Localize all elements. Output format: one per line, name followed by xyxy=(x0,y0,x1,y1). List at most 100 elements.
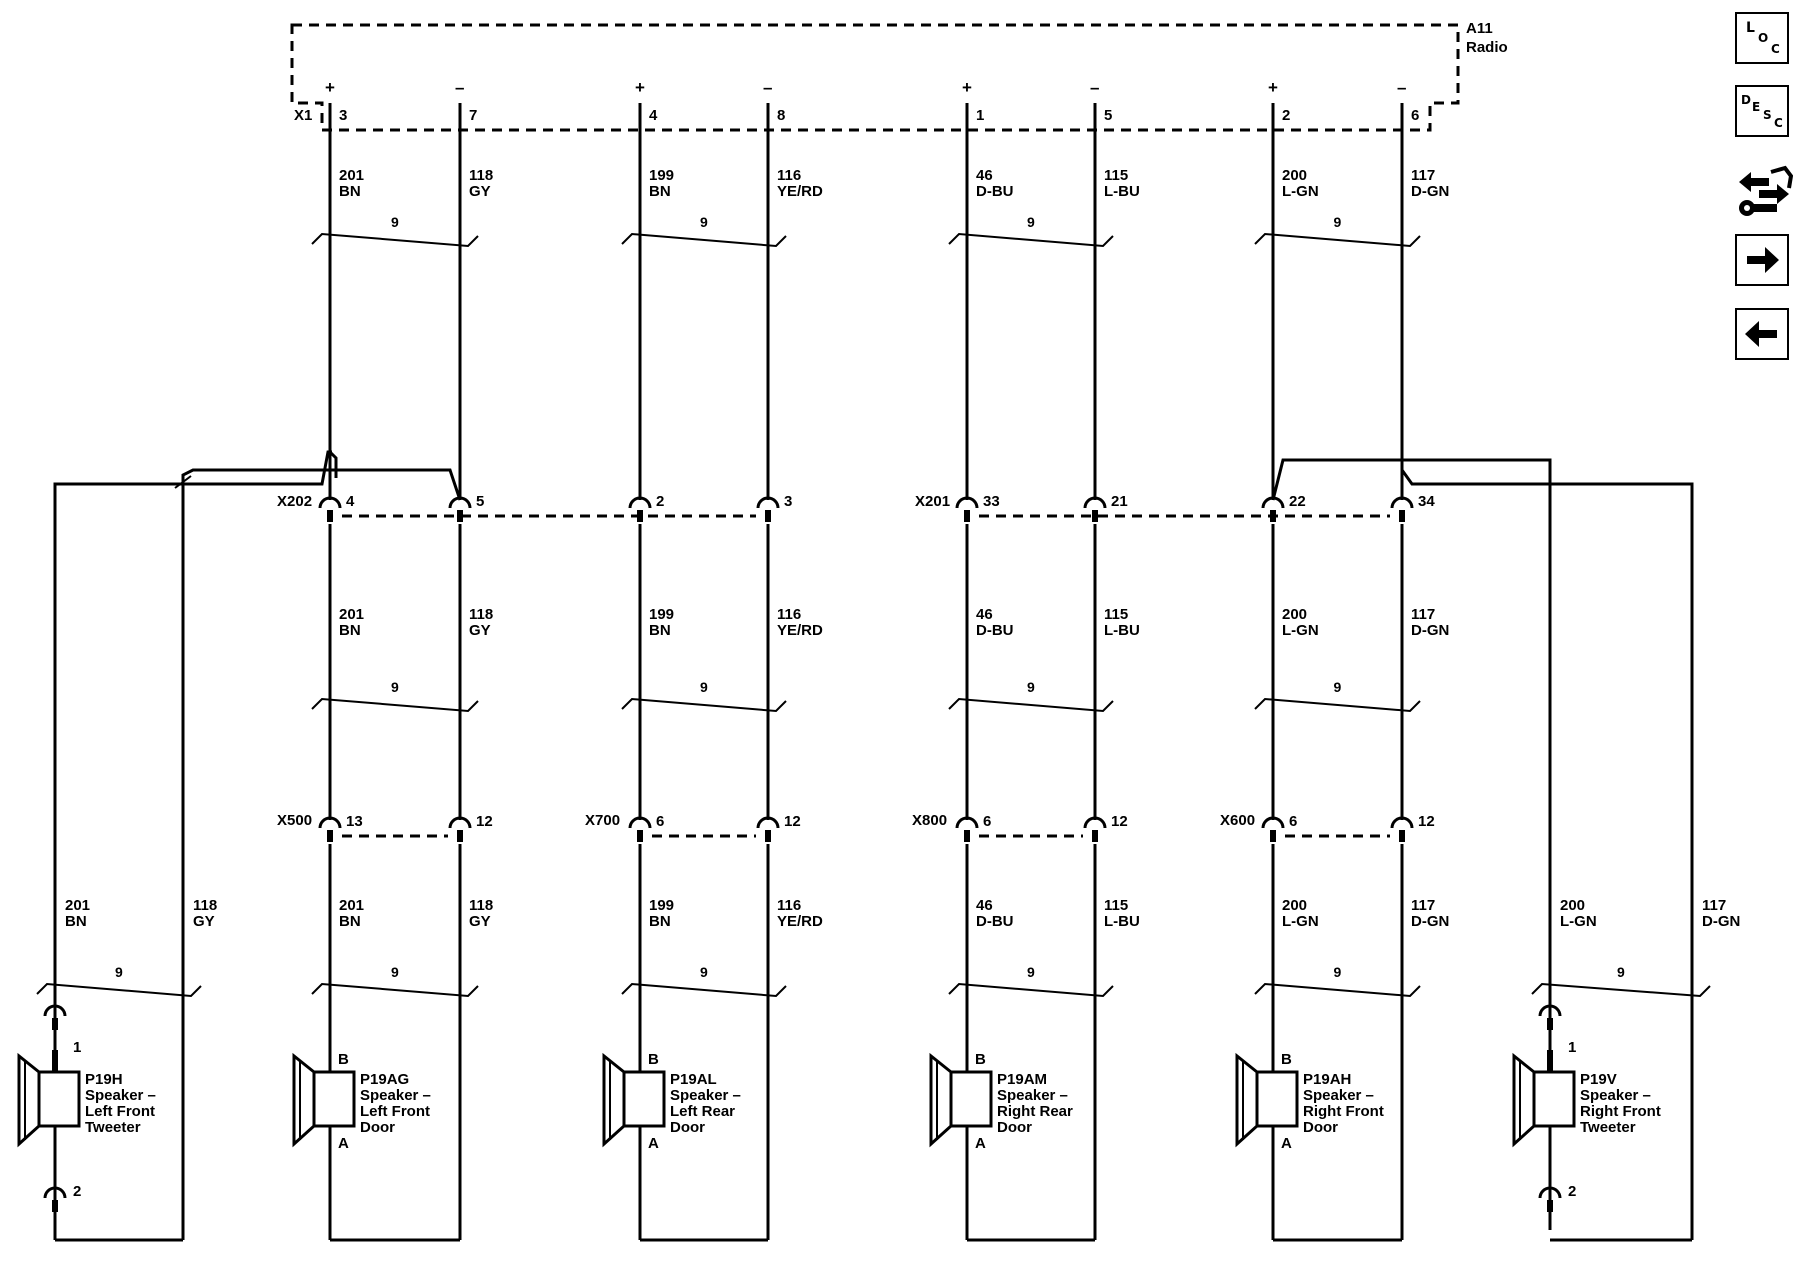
inline-pin-number: 3 xyxy=(784,493,792,510)
circuit-color: D-GN xyxy=(1411,183,1449,200)
speaker-pin: A xyxy=(1281,1135,1292,1152)
terminal-polarity: – xyxy=(763,78,772,97)
speaker-description: Speaker – xyxy=(360,1087,431,1104)
speaker-pin: A xyxy=(338,1135,349,1152)
twist-label: 9 xyxy=(1027,679,1035,695)
inline-pin-number: 21 xyxy=(1111,493,1128,510)
speaker-lead xyxy=(1547,1050,1553,1072)
circuit-number: 118 xyxy=(469,606,493,623)
inline-pin-number: 12 xyxy=(1418,813,1435,830)
circuit-color: BN xyxy=(649,913,671,930)
speaker-outline xyxy=(1255,1070,1299,1128)
connector-pin xyxy=(964,830,970,842)
circuit-color: BN xyxy=(65,913,87,930)
connector-pin xyxy=(964,510,970,522)
speaker-ref: P19H xyxy=(85,1071,123,1088)
circuit-number: 200 xyxy=(1282,897,1307,914)
circuit-color: GY xyxy=(469,913,491,930)
description-icon-c: C xyxy=(1774,116,1783,130)
twisted-pair-marker xyxy=(948,232,1114,248)
twisted-pair-marker xyxy=(621,982,787,998)
circuit-color: BN xyxy=(339,913,361,930)
location-icon-o: O xyxy=(1758,31,1769,45)
circuit-number: 199 xyxy=(649,606,674,623)
connector-cavity xyxy=(448,816,472,829)
speaker-cone-icon xyxy=(1235,1052,1259,1148)
speaker-pin: 2 xyxy=(73,1183,81,1200)
tweeter-wire xyxy=(181,468,462,1240)
circuit-color: GY xyxy=(193,913,215,930)
circuit-number: 46 xyxy=(976,167,993,184)
twisted-pair-marker xyxy=(1254,982,1421,998)
speaker-cone-icon xyxy=(929,1052,953,1148)
terminal-pin: 4 xyxy=(649,107,658,124)
connector-wrench-icon xyxy=(1739,165,1794,216)
speaker-outline xyxy=(1532,1070,1576,1128)
circuit-number: 200 xyxy=(1560,897,1585,914)
circuit-color: GY xyxy=(469,622,491,639)
tweeter-wire xyxy=(53,450,332,1240)
previous-page-button[interactable] xyxy=(1735,308,1789,360)
twisted-pair-marker xyxy=(311,232,479,248)
circuit-number: 201 xyxy=(339,167,364,184)
speaker-pin: B xyxy=(1281,1051,1292,1068)
connector-cavity xyxy=(318,816,342,829)
circuit-color: YE/RD xyxy=(777,622,823,639)
connector-pin xyxy=(1547,1200,1553,1212)
connector-cavity xyxy=(1390,496,1414,509)
circuit-number: 117 xyxy=(1411,167,1435,184)
connector-pin xyxy=(327,510,333,522)
connector-pin xyxy=(765,510,771,522)
twist-label: 9 xyxy=(391,679,399,695)
circuit-number: 116 xyxy=(777,897,801,914)
circuit-color: BN xyxy=(649,183,671,200)
inline-pin-number: 13 xyxy=(346,813,363,830)
circuit-color: D-GN xyxy=(1411,622,1449,639)
connector-pin xyxy=(457,830,463,842)
location-button[interactable]: L O C xyxy=(1735,12,1789,64)
speaker-cone-icon xyxy=(602,1052,626,1148)
circuit-number: 117 xyxy=(1411,897,1435,914)
speaker-outline xyxy=(312,1070,356,1128)
speaker-outline xyxy=(622,1070,666,1128)
module-ref: A11 xyxy=(1466,20,1493,37)
inline-connector-label: X700 xyxy=(585,812,620,829)
connector-cavity xyxy=(628,496,652,509)
circuit-number: 118 xyxy=(469,897,493,914)
speaker-pin: 2 xyxy=(1568,1183,1576,1200)
circuit-color: D-GN xyxy=(1411,913,1449,930)
connector-wrench-button[interactable] xyxy=(1735,160,1794,222)
arrow-left-icon xyxy=(1745,321,1777,347)
speaker-description: Speaker – xyxy=(1580,1087,1651,1104)
next-page-button[interactable] xyxy=(1735,234,1789,286)
twisted-pair-marker xyxy=(36,982,202,998)
speaker-description: Left Front xyxy=(85,1103,155,1120)
speaker-outline xyxy=(37,1070,81,1128)
inline-pin-number: 6 xyxy=(656,813,664,830)
description-button[interactable]: D E S C xyxy=(1735,85,1789,137)
twisted-pair-marker xyxy=(948,982,1114,998)
speaker-pin: B xyxy=(338,1051,349,1068)
connector-cavity xyxy=(756,816,780,829)
inline-pin-number: 5 xyxy=(476,493,484,510)
tweeter-wire xyxy=(1271,458,1552,1230)
twisted-pair-marker xyxy=(1254,232,1421,248)
circuit-number: 200 xyxy=(1282,606,1307,623)
module-name: Radio xyxy=(1466,39,1508,56)
connector-cavity xyxy=(955,496,979,509)
speaker-description: Speaker – xyxy=(997,1087,1068,1104)
terminal-polarity: + xyxy=(325,78,335,97)
circuit-number: 115 xyxy=(1104,606,1128,623)
circuit-color: L-GN xyxy=(1282,622,1319,639)
connector-cavity xyxy=(43,1004,67,1017)
twisted-pair-marker xyxy=(1254,697,1421,713)
connector-cavity xyxy=(1083,816,1107,829)
circuit-number: 118 xyxy=(469,167,493,184)
inline-connector-label: X201 xyxy=(915,493,950,510)
circuit-color: BN xyxy=(649,622,671,639)
speaker-description: Tweeter xyxy=(1580,1119,1636,1136)
inline-pin-number: 12 xyxy=(476,813,493,830)
speaker-pin: B xyxy=(975,1051,986,1068)
arrow-right-icon xyxy=(1747,247,1779,273)
terminal-polarity: + xyxy=(962,78,972,97)
